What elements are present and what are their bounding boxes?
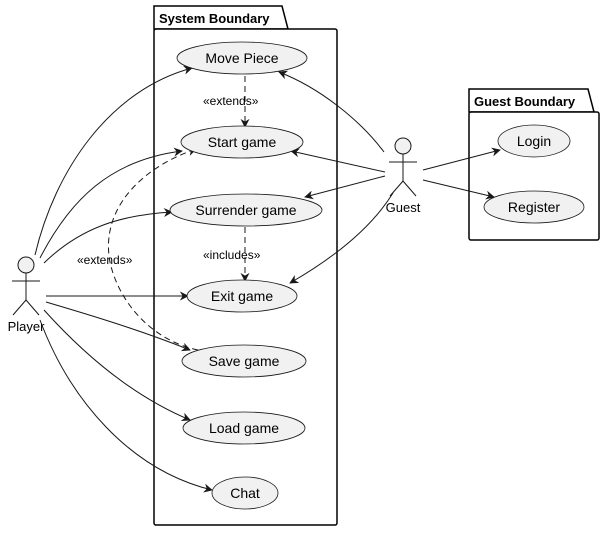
use-case-register[interactable]: Register — [483, 190, 585, 224]
use-case-surrender-game[interactable]: Surrender game — [169, 193, 323, 227]
stereotype-extends-save: «extends» — [77, 253, 133, 267]
edge-player-save-game — [45, 301, 191, 352]
use-case-save-game-label: Save game — [209, 353, 280, 369]
edge-guest-exit-game — [289, 192, 394, 284]
edge-extends-save-start — [108, 147, 199, 351]
edge-player-surrender-game — [43, 207, 173, 264]
system-boundary-title: System Boundary — [159, 11, 270, 26]
use-case-move-piece[interactable]: Move Piece — [176, 41, 308, 75]
use-case-start-game[interactable]: Start game — [180, 125, 304, 159]
edge-player-load-game — [43, 309, 191, 422]
actor-guest-label: Guest — [386, 200, 421, 215]
actor-player[interactable]: Player — [8, 256, 46, 334]
edge-guest-surrender-game — [304, 175, 386, 200]
player-stick-figure-icon — [12, 256, 40, 316]
edge-player-chat — [39, 319, 213, 493]
use-case-load-game[interactable]: Load game — [182, 411, 306, 445]
use-case-login[interactable]: Login — [497, 124, 571, 158]
stereotype-extends-move: «extends» — [203, 94, 259, 108]
edge-player-start-game — [39, 147, 183, 259]
relations — [34, 65, 501, 493]
actor-guest[interactable]: Guest — [386, 137, 421, 215]
use-case-start-game-label: Start game — [208, 134, 277, 150]
use-case-login-label: Login — [517, 133, 551, 149]
edge-player-move-piece — [34, 65, 193, 256]
use-case-exit-game-label: Exit game — [211, 288, 273, 304]
use-case-load-game-label: Load game — [209, 420, 279, 436]
use-case-save-game[interactable]: Save game — [181, 344, 307, 378]
use-case-surrender-game-label: Surrender game — [195, 202, 296, 218]
edge-guest-login — [422, 147, 501, 171]
use-case-chat-label: Chat — [230, 485, 260, 501]
stereotype-includes-exit: «includes» — [203, 248, 261, 262]
use-case-move-piece-label: Move Piece — [205, 50, 278, 66]
system-boundary-package: System Boundary — [153, 5, 338, 526]
use-case-exit-game[interactable]: Exit game — [186, 279, 298, 313]
edge-guest-move-piece — [278, 70, 385, 153]
guest-stick-figure-icon — [389, 137, 417, 197]
actor-player-label: Player — [8, 319, 46, 334]
use-case-chat[interactable]: Chat — [211, 476, 279, 510]
use-case-register-label: Register — [508, 199, 560, 215]
guest-boundary-title: Guest Boundary — [474, 94, 576, 109]
edge-guest-start-game — [290, 148, 386, 173]
edge-guest-register — [422, 179, 495, 200]
